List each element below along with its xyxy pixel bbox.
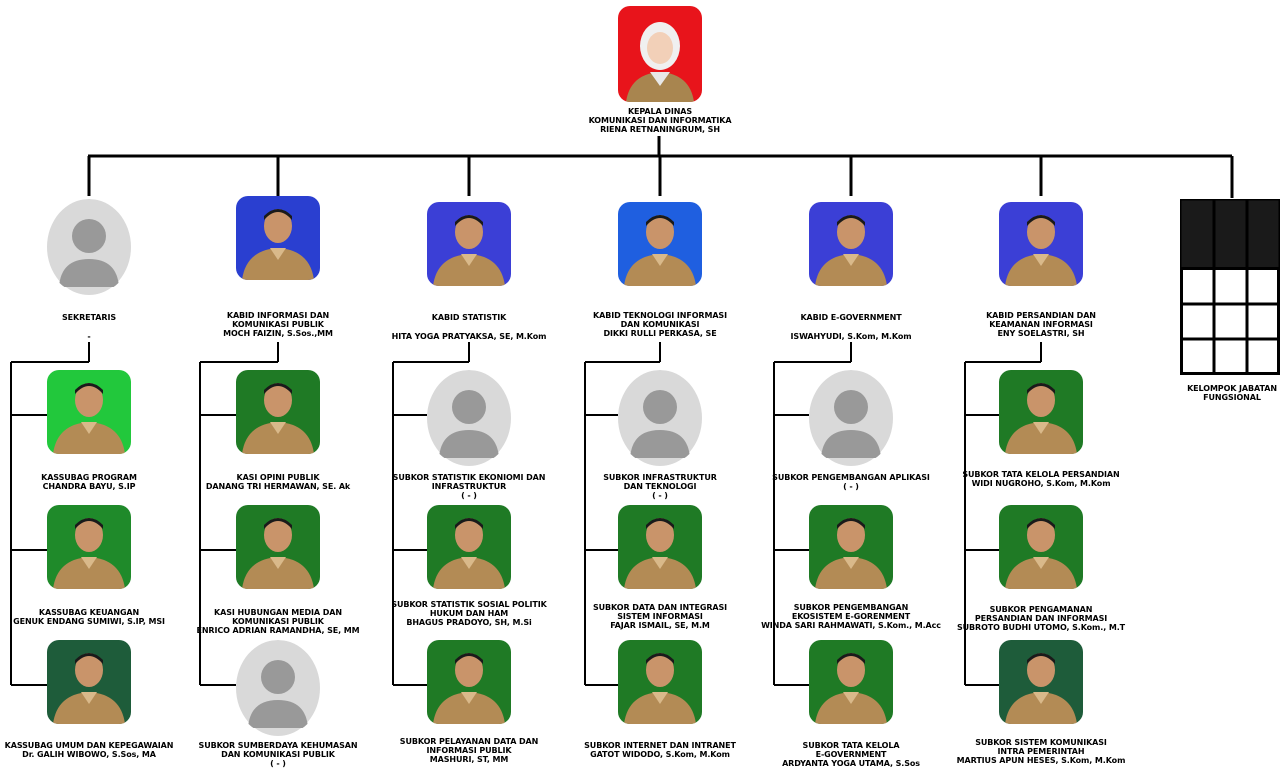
kepala-dinas-title2: KOMUNIKASI DAN INFORMATIKA	[588, 116, 732, 125]
sub-name: SUBROTO BUDHI UTOMO, S.Kom., M.T	[956, 623, 1126, 632]
column-head-name: HITA YOGA PRATYAKSA, SE, M.Kom	[391, 332, 547, 341]
sub-title: SUBKOR PENGEMBANGAN EKOSISTEM E-GORENMEN…	[791, 603, 911, 621]
column-head-title: KABID INFORMASI DAN KOMUNIKASI PUBLIK	[226, 311, 330, 329]
column-head-title: KABID STATISTIK	[431, 313, 507, 322]
sub-name: GATOT WIDODO, S.Kom, M.Kom	[590, 750, 730, 759]
sub-title: SUBKOR PELAYANAN DATA DAN INFORMASI PUBL…	[399, 737, 539, 755]
column-head-title: KABID E-GOVERNMENT	[800, 313, 902, 322]
sub-name: Dr. GALIH WIBOWO, S.Sos, MA	[22, 750, 156, 759]
sub-photo	[809, 640, 893, 724]
sub-name: ( - )	[461, 491, 477, 500]
sub-name: MASHURI, ST, MM	[429, 755, 509, 764]
column-head-title: SEKRETARIS	[62, 313, 116, 322]
sub-photo	[999, 640, 1083, 724]
sub-name: MARTIUS APUN HESES, S.Kom, M.Kom	[956, 756, 1126, 765]
sub-photo	[47, 370, 131, 454]
fungsional-title: KELOMPOK JABATAN FUNGSIONAL	[1187, 384, 1277, 402]
kepala-dinas-photo	[618, 6, 702, 102]
sub-title: KASI HUBUNGAN MEDIA DAN KOMUNIKASI PUBLI…	[214, 608, 342, 626]
sub-title: KASSUBAG UMUM DAN KEPEGAWAIAN	[4, 741, 174, 750]
sub-photo	[427, 505, 511, 589]
sub-photo	[427, 370, 511, 466]
kepala-dinas-title1: KEPALA DINAS	[627, 107, 693, 116]
sub-photo	[236, 505, 320, 589]
sub-title: SUBKOR INFRASTRUKTUR DAN TEKNOLOGI	[603, 473, 717, 491]
column-head-title: KABID TEKNOLOGI INFORMASI DAN KOMUNIKASI	[593, 311, 727, 329]
sub-title: SUBKOR SISTEM KOMUNIKASI INTRA PEMERINTA…	[975, 738, 1107, 756]
column-head-name: ISWAHYUDI, S.Kom, M.Kom	[790, 332, 912, 341]
sub-title: SUBKOR SUMBERDAYA KEHUMASAN DAN KOMUNIKA…	[198, 741, 358, 759]
sub-photo	[47, 640, 131, 724]
sub-photo	[809, 505, 893, 589]
sub-name: CHANDRA BAYU, S.IP	[42, 482, 136, 491]
column-head-name: -	[87, 332, 91, 341]
sub-name: ( - )	[270, 759, 286, 768]
sub-title: SUBKOR TATA KELOLA E-GOVERNMENT	[802, 741, 900, 759]
sub-title: SUBKOR STATISTIK EKONIOMI DAN INFRASTRUK…	[392, 473, 546, 491]
sub-photo	[236, 370, 320, 454]
sub-photo	[47, 505, 131, 589]
sub-photo	[618, 370, 702, 466]
sub-photo	[236, 640, 320, 736]
sub-title: SUBKOR STATISTIK SOSIAL POLITIK HUKUM DA…	[391, 600, 547, 618]
column-head-photo	[236, 196, 320, 280]
column-head-photo	[427, 202, 511, 286]
sub-name: GENUK ENDANG SUMIWI, S.IP, MSI	[13, 617, 165, 626]
sub-title: KASI OPINI PUBLIK	[236, 473, 320, 482]
sub-photo	[618, 640, 702, 724]
kelompok-jabatan-fungsional-grid	[1180, 199, 1280, 375]
sub-photo	[618, 505, 702, 589]
column-head-photo	[618, 202, 702, 286]
sub-photo	[427, 640, 511, 724]
kepala-dinas-name: RIENA RETNANINGRUM, SH	[600, 125, 720, 134]
sub-title: KASSUBAG PROGRAM	[41, 473, 137, 482]
column-head-title: KABID PERSANDIAN DAN KEAMANAN INFORMASI	[986, 311, 1096, 329]
sub-name: ARDYANTA YOGA UTAMA, S.Sos	[782, 759, 920, 768]
sub-title: SUBKOR INTERNET DAN INTRANET	[584, 741, 736, 750]
sub-title: KASSUBAG KEUANGAN	[38, 608, 140, 617]
sub-title: SUBKOR PENGAMANAN PERSANDIAN DAN INFORMA…	[974, 605, 1108, 623]
sub-photo	[999, 505, 1083, 589]
column-head-photo	[47, 199, 131, 295]
column-head-name: DIKKI RULLI PERKASA, SE	[603, 329, 717, 338]
sub-name: BHAGUS PRADOYO, SH, M.Si	[406, 618, 532, 627]
sub-title: SUBKOR PENGEMBANGAN APLIKASI	[772, 473, 930, 482]
sub-name: DANANG TRI HERMAWAN, SE. Ak	[205, 482, 351, 491]
sub-name: ( - )	[843, 482, 859, 491]
sub-title: SUBKOR DATA DAN INTEGRASI SISTEM INFORMA…	[592, 603, 728, 621]
sub-title: SUBKOR TATA KELOLA PERSANDIAN	[962, 470, 1120, 479]
sub-name: ENRICO ADRIAN RAMANDHA, SE, MM	[196, 626, 360, 635]
sub-name: ( - )	[652, 491, 668, 500]
sub-photo	[809, 370, 893, 466]
column-head-photo	[999, 202, 1083, 286]
sub-photo	[999, 370, 1083, 454]
column-head-photo	[809, 202, 893, 286]
sub-name: WIDI NUGROHO, S.Kom, M.Kom	[971, 479, 1111, 488]
sub-name: WINDA SARI RAHMAWATI, S.Kom., M.Acc	[761, 621, 941, 630]
sub-name: FAJAR ISMAIL, SE, M.M	[610, 621, 710, 630]
column-head-name: MOCH FAIZIN, S.Sos.,MM	[223, 329, 333, 338]
column-head-name: ENY SOELASTRI, SH	[997, 329, 1085, 338]
